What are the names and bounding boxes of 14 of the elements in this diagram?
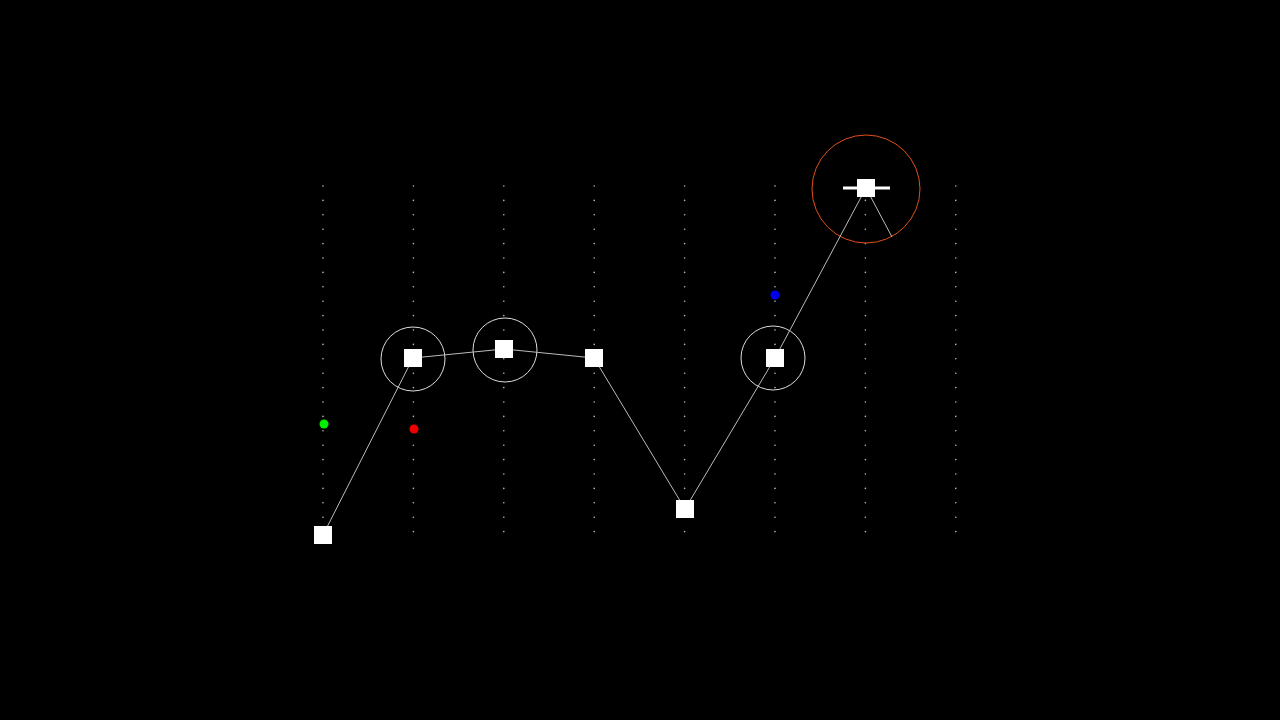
square-marker [766,349,784,367]
square-marker [676,500,694,518]
connector-line [327,366,409,527]
square-marker [314,526,332,544]
square-marker [495,340,513,358]
square-marker [585,349,603,367]
connector-line [870,196,893,238]
connector-line [421,349,496,358]
connector-line [689,366,771,501]
connector-line [598,366,681,501]
square-marker [404,349,422,367]
connector-line [512,349,586,358]
connector-line [779,196,862,350]
square-marker [857,179,875,197]
